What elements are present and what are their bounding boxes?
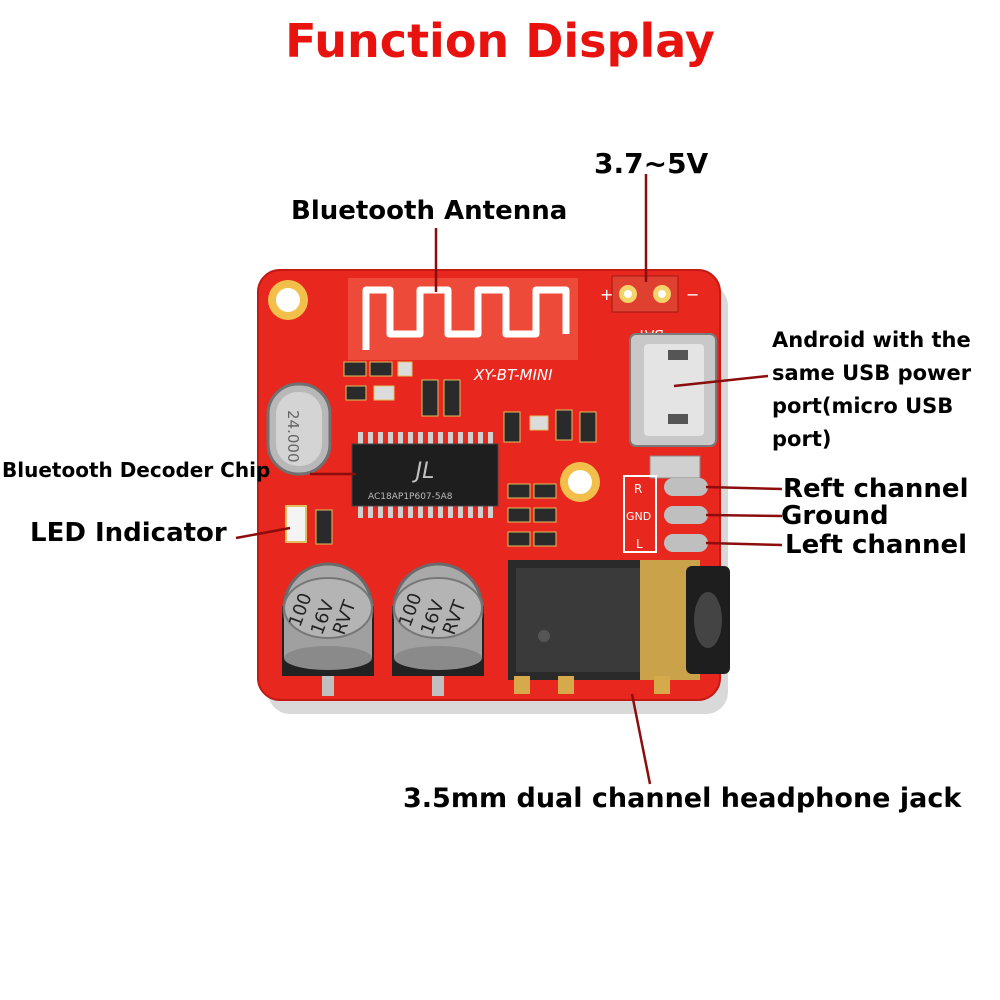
chip-pin bbox=[438, 432, 443, 446]
smd-components bbox=[315, 361, 597, 547]
led-component bbox=[285, 505, 307, 543]
capacitor-right bbox=[392, 562, 484, 696]
chip-pin bbox=[388, 432, 393, 446]
usb-label-line: port) bbox=[772, 427, 832, 451]
voltage-label: 3.7~5V bbox=[594, 147, 709, 180]
headphone-jack-label: 3.5mm dual channel headphone jack bbox=[403, 783, 962, 814]
minus-marking: − bbox=[686, 285, 699, 304]
pin-gnd-marking: GND bbox=[626, 510, 651, 523]
channel-pads bbox=[623, 475, 708, 553]
left-channel-leader bbox=[705, 541, 783, 547]
chip-pins bbox=[358, 432, 493, 518]
chip-pin bbox=[408, 504, 413, 518]
leader-lines bbox=[235, 174, 783, 785]
usb-label-line: same USB power bbox=[772, 361, 972, 385]
chip-pin bbox=[428, 504, 433, 518]
chip-pin bbox=[418, 504, 423, 518]
usb-label-line: port(micro USB bbox=[772, 394, 954, 418]
led-leader bbox=[235, 526, 291, 540]
chip-pin bbox=[468, 504, 473, 518]
chip-pin bbox=[408, 432, 413, 446]
chip-pin bbox=[428, 432, 433, 446]
chip-pin bbox=[388, 504, 393, 518]
decoder-chip: JL bbox=[351, 443, 499, 507]
capacitor-left bbox=[282, 562, 374, 696]
chip-pin bbox=[448, 432, 453, 446]
left-channel-label: Left channel bbox=[785, 530, 968, 560]
chip-pin bbox=[448, 504, 453, 518]
chip-pin bbox=[458, 504, 463, 518]
chip-pin bbox=[488, 432, 493, 446]
ground-leader bbox=[705, 513, 783, 518]
chip-pin bbox=[358, 504, 363, 518]
headphone-jack bbox=[508, 560, 730, 694]
chip-pin bbox=[358, 432, 363, 446]
crystal-oscillator bbox=[266, 382, 332, 476]
battery-pads bbox=[611, 275, 679, 313]
chip-pin bbox=[398, 432, 403, 446]
mounting-hole bbox=[268, 280, 308, 320]
chip-pin bbox=[438, 504, 443, 518]
chip-pin bbox=[368, 432, 373, 446]
chip-pin bbox=[478, 504, 483, 518]
right-channel-label: Reft channel bbox=[783, 474, 969, 504]
chip-pin bbox=[368, 504, 373, 518]
chip-pin bbox=[418, 432, 423, 446]
usb-label: Android with the same USB power port(mic… bbox=[772, 324, 971, 456]
chip-pin bbox=[458, 432, 463, 446]
diagram-title: Function Display bbox=[285, 14, 715, 68]
chip-pin bbox=[468, 432, 473, 446]
chip-pin bbox=[398, 504, 403, 518]
pin-l-marking: L bbox=[636, 537, 643, 551]
chip-pin bbox=[488, 504, 493, 518]
chip-pin bbox=[378, 432, 383, 446]
antenna-label: Bluetooth Antenna bbox=[291, 196, 568, 226]
chip-marking: AC18AP1P607-5A8 bbox=[368, 492, 453, 502]
micro-usb-port bbox=[629, 333, 717, 479]
jack-leader bbox=[630, 693, 652, 785]
chip-pin bbox=[478, 432, 483, 446]
pin-r-marking: R bbox=[634, 482, 642, 496]
svg-text:JL: JL bbox=[412, 459, 435, 484]
ground-label: Ground bbox=[781, 501, 889, 531]
usb-leader bbox=[673, 374, 769, 388]
mounting-hole bbox=[560, 462, 600, 502]
led-indicator-label: LED Indicator bbox=[30, 518, 227, 548]
model-marking: XY-BT-MINI bbox=[473, 366, 553, 384]
crystal-marking: 24.000 bbox=[284, 410, 302, 463]
right-channel-leader bbox=[705, 485, 783, 491]
antenna-trace bbox=[348, 278, 578, 360]
chip-pin bbox=[378, 504, 383, 518]
usb-label-line: Android with the bbox=[772, 328, 971, 352]
plus-marking: + bbox=[600, 285, 613, 304]
decoder-chip-label: Bluetooth Decoder Chip bbox=[2, 458, 271, 482]
